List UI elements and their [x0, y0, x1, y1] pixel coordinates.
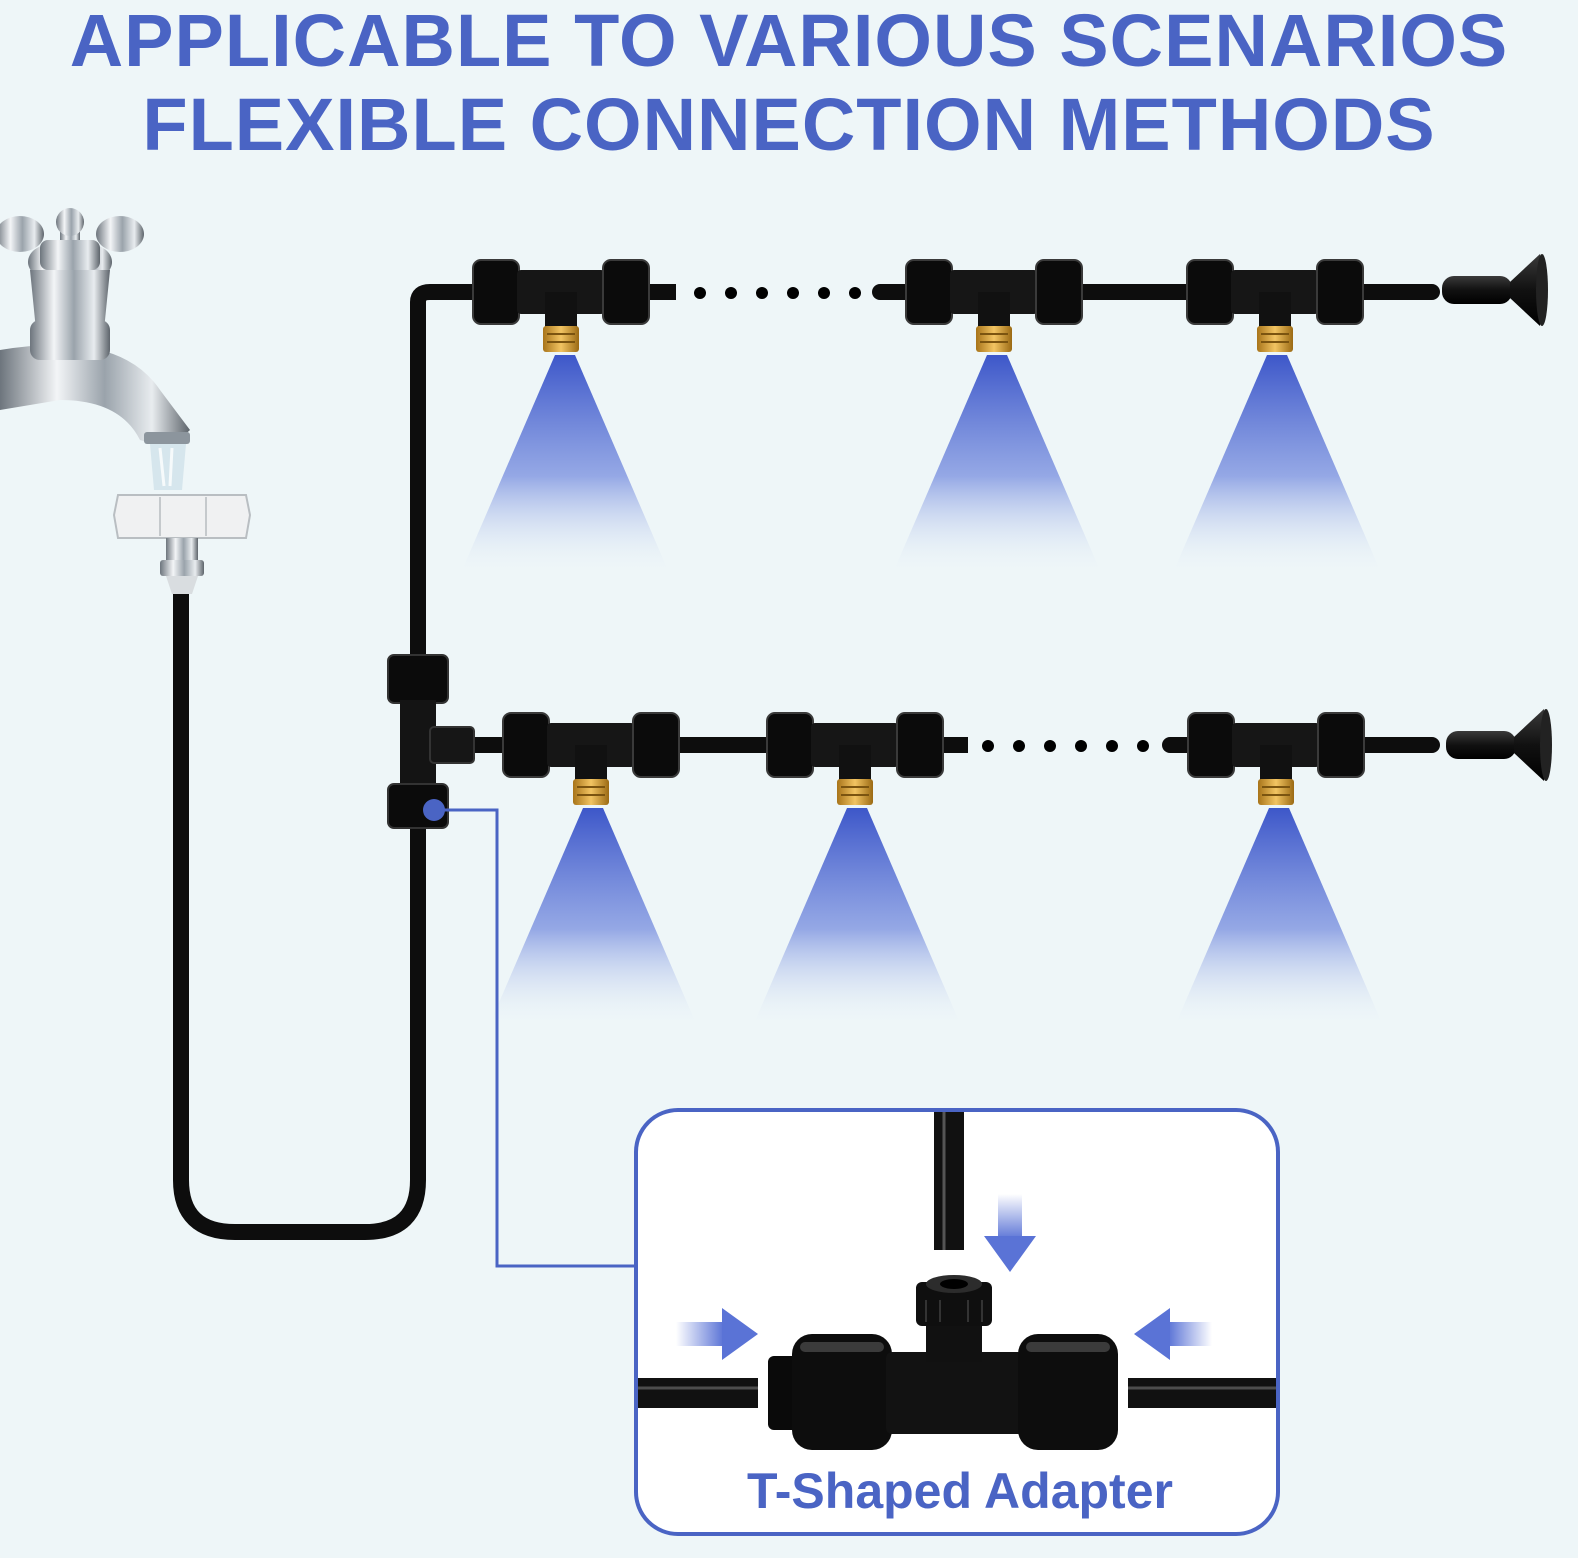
faucet-adapter — [112, 494, 252, 594]
faucet-icon — [0, 208, 190, 490]
end-plug-icon — [1442, 254, 1548, 326]
mist-spray — [460, 355, 670, 575]
tee-adapter-closeup — [638, 1112, 1276, 1450]
brass-nozzle-icon — [905, 259, 1083, 353]
brass-nozzle-icon — [502, 712, 680, 806]
headline-line-2: FLEXIBLE CONNECTION METHODS — [142, 83, 1436, 166]
mist-spray — [1172, 355, 1382, 575]
brass-nozzle-icon — [1186, 259, 1364, 353]
mist-spray — [1174, 808, 1384, 1028]
mist-spray — [488, 808, 698, 1028]
end-plug-icon — [1446, 709, 1552, 781]
brass-nozzle-icon — [1187, 712, 1365, 806]
continuation-dots-upper — [694, 287, 861, 299]
tee-connector-icon — [387, 654, 475, 829]
headline-line-1: APPLICABLE TO VARIOUS SCENARIOS — [69, 0, 1509, 82]
arrow-icon — [984, 1194, 1036, 1272]
arrow-icon — [1134, 1308, 1212, 1360]
arrow-icon — [676, 1308, 758, 1360]
inset-caption: T-Shaped Adapter — [747, 1463, 1173, 1519]
mist-spray — [752, 808, 962, 1028]
main-tube — [173, 284, 478, 1240]
brass-nozzle-icon — [766, 712, 944, 806]
mist-spray — [892, 355, 1102, 575]
brass-nozzle-icon — [472, 259, 650, 353]
callout-leader-line — [444, 808, 636, 1268]
continuation-dots-lower — [982, 740, 1149, 752]
